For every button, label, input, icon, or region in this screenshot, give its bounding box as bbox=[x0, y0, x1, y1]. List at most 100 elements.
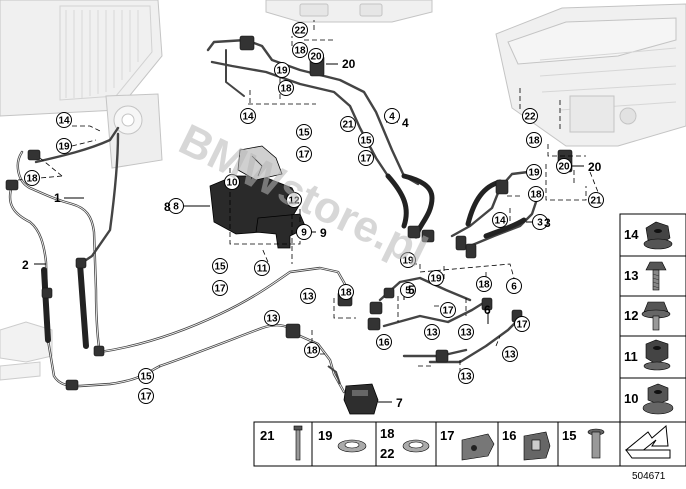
callout-3: 3 bbox=[532, 214, 548, 230]
callout-number: 18 bbox=[294, 46, 306, 57]
callout-number: 17 bbox=[140, 392, 152, 403]
callout-number: 14 bbox=[58, 116, 70, 127]
condenser-icon bbox=[0, 0, 163, 169]
callout-number: 21 bbox=[342, 120, 354, 131]
flange-nut-icon bbox=[642, 383, 674, 415]
callout-15: 15 bbox=[296, 124, 312, 140]
callout-circle bbox=[292, 22, 308, 38]
callout-number: 19 bbox=[528, 168, 540, 179]
callout-number: 5 bbox=[405, 286, 411, 297]
callout-number: 17 bbox=[360, 154, 372, 165]
callout-21: 21 bbox=[588, 192, 604, 208]
callout-8: 8 bbox=[168, 198, 184, 214]
callout-15: 15 bbox=[212, 258, 228, 274]
callout-number: 19 bbox=[276, 66, 288, 77]
callout-circle bbox=[224, 174, 240, 190]
leader-number: 5 bbox=[408, 283, 415, 297]
leader-number: 6 bbox=[484, 303, 491, 317]
callout-circle bbox=[338, 284, 354, 300]
callout-20: 20 bbox=[556, 158, 572, 174]
callout-number: 18 bbox=[340, 288, 352, 299]
callout-circle bbox=[400, 282, 416, 298]
leader-number: 4 bbox=[402, 116, 409, 130]
legend-item: 16 bbox=[502, 428, 551, 461]
callout-circle bbox=[384, 108, 400, 124]
callout-number: 18 bbox=[478, 280, 490, 291]
callout-14: 14 bbox=[492, 212, 508, 228]
callout-circle bbox=[528, 186, 544, 202]
legend-number: 18 bbox=[380, 426, 394, 441]
callout-13: 13 bbox=[458, 368, 474, 384]
callout-number: 3 bbox=[537, 218, 543, 229]
callout-15: 15 bbox=[358, 132, 374, 148]
legend-item: 11 bbox=[624, 339, 671, 371]
callout-number: 18 bbox=[530, 190, 542, 201]
callout-number: 22 bbox=[524, 112, 536, 123]
callout-number: 20 bbox=[558, 162, 570, 173]
callout-number: 22 bbox=[294, 26, 306, 37]
callout-number: 18 bbox=[280, 84, 292, 95]
callout-19: 19 bbox=[428, 270, 444, 286]
callout-circle bbox=[476, 276, 492, 292]
callout-18: 18 bbox=[338, 284, 354, 300]
callout-circle bbox=[300, 288, 316, 304]
leader-number: 8 bbox=[164, 200, 171, 214]
legend-number: 17 bbox=[440, 428, 454, 443]
leader-number: 7 bbox=[396, 396, 403, 410]
callout-18: 18 bbox=[526, 132, 542, 148]
callout-circle bbox=[340, 116, 356, 132]
callout-circle bbox=[240, 108, 256, 124]
legend-item: 15 bbox=[562, 428, 605, 459]
callout-circle bbox=[308, 48, 324, 64]
callout-number: 18 bbox=[306, 346, 318, 357]
leader-number: 3 bbox=[544, 216, 551, 230]
legend-number: 14 bbox=[624, 227, 639, 242]
callout-number: 13 bbox=[460, 372, 472, 383]
pressure-sensor-icon bbox=[327, 365, 379, 415]
callout-circle bbox=[292, 42, 308, 58]
callout-number: 13 bbox=[460, 328, 472, 339]
callout-circle bbox=[400, 252, 416, 268]
legend-item: 13 bbox=[624, 261, 667, 291]
legend-number: 16 bbox=[502, 428, 516, 443]
callout-13: 13 bbox=[424, 324, 440, 340]
legend-item: 12 bbox=[624, 301, 671, 331]
callout-18: 18 bbox=[476, 276, 492, 292]
leader-number: 20 bbox=[588, 160, 602, 174]
hose-clamp-icon bbox=[461, 433, 495, 461]
callout-number: 15 bbox=[360, 136, 372, 147]
callout-number: 15 bbox=[214, 262, 226, 273]
legend-item: 14 bbox=[624, 221, 673, 250]
callout-circle bbox=[492, 212, 508, 228]
callout-circle bbox=[588, 192, 604, 208]
callout-number: 9 bbox=[301, 228, 307, 239]
callout-number: 8 bbox=[173, 202, 179, 213]
callout-circle bbox=[296, 124, 312, 140]
hex-bolt-icon bbox=[645, 261, 667, 291]
callout-number: 13 bbox=[302, 292, 314, 303]
leader-number: 20 bbox=[342, 57, 356, 71]
o-ring-icon bbox=[402, 439, 430, 453]
callout-13: 13 bbox=[300, 288, 316, 304]
bracket-arm-icon bbox=[255, 213, 307, 249]
callout-number: 12 bbox=[288, 196, 300, 207]
flange-nut-icon bbox=[643, 221, 673, 250]
callout-circle bbox=[212, 258, 228, 274]
callout-9: 9 bbox=[296, 224, 312, 240]
callout-circle bbox=[428, 270, 444, 286]
callout-4: 4 bbox=[384, 108, 400, 124]
callout-number: 21 bbox=[590, 196, 602, 207]
callout-18: 18 bbox=[24, 170, 40, 186]
callout-21: 21 bbox=[340, 116, 356, 132]
callout-22: 22 bbox=[522, 108, 538, 124]
callout-5: 5 bbox=[400, 282, 416, 298]
leader-number: 1 bbox=[54, 191, 61, 205]
callout-number: 16 bbox=[378, 338, 390, 349]
callout-circle bbox=[358, 150, 374, 166]
callout-number: 19 bbox=[430, 274, 442, 285]
callout-circle bbox=[514, 316, 530, 332]
callout-13: 13 bbox=[264, 310, 280, 326]
hex-nut-icon bbox=[643, 339, 671, 371]
legend-item: 21 bbox=[260, 425, 303, 461]
